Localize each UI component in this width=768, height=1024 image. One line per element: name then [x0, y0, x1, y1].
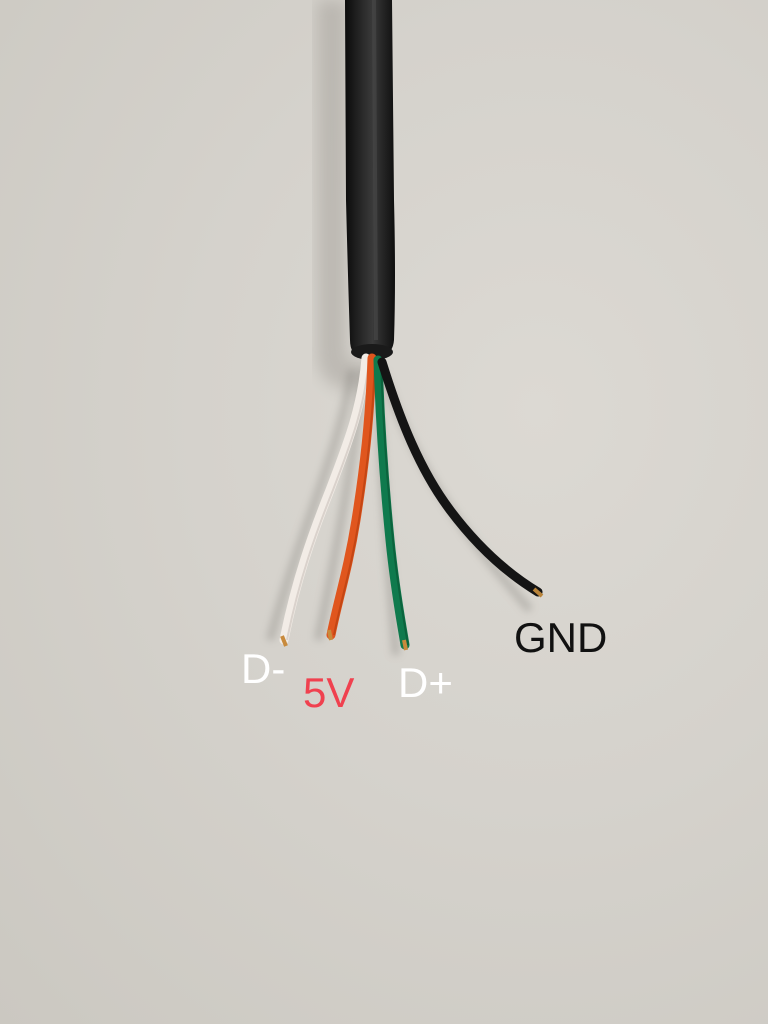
cable-cut-end [351, 344, 393, 360]
label-d-minus: D- [241, 645, 286, 692]
wire-gnd-tip [532, 587, 544, 598]
label-5v: 5V [303, 669, 355, 716]
wire-d-minus-tip [280, 635, 288, 647]
wire-d-minus [279, 353, 371, 645]
wire-5v [326, 353, 377, 640]
cable-jacket [345, 0, 395, 358]
wire-5v-tip [327, 629, 333, 641]
wire-d-plus [373, 355, 410, 650]
wire-gnd [377, 357, 543, 597]
label-gnd: GND [514, 614, 608, 661]
label-d-plus: D+ [398, 659, 453, 706]
cable-highlight [372, 0, 378, 341]
wire-d-plus-tip [402, 639, 408, 651]
